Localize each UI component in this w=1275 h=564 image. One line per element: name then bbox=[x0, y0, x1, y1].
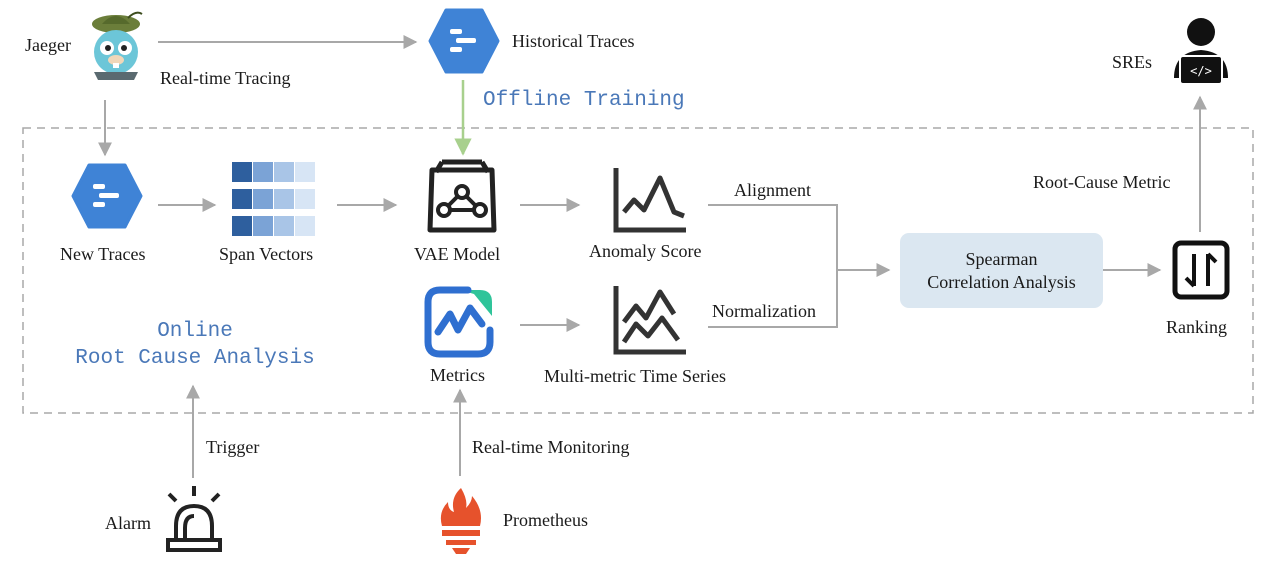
multi-metric-label: Multi-metric Time Series bbox=[544, 366, 726, 386]
metrics-icon bbox=[424, 286, 494, 358]
metrics-label: Metrics bbox=[430, 365, 485, 385]
spearman-line1: Spearman bbox=[965, 249, 1038, 269]
new-traces-label: New Traces bbox=[60, 244, 146, 264]
jaeger-gopher-icon bbox=[92, 11, 143, 80]
online-rca-line1: Online bbox=[157, 320, 233, 343]
online-rca-title: Online Root Cause Analysis bbox=[62, 318, 328, 373]
normalization-label: Normalization bbox=[712, 301, 816, 321]
alarm-label: Alarm bbox=[105, 513, 151, 533]
edge-normalization bbox=[708, 270, 838, 328]
spearman-line2: Correlation Analysis bbox=[927, 271, 1076, 292]
edge-alignment bbox=[708, 204, 838, 270]
span-vectors-icon bbox=[232, 162, 315, 236]
anomaly-chart-icon bbox=[613, 168, 686, 233]
historical-traces-label: Historical Traces bbox=[512, 31, 635, 51]
offline-training-label: Offline Training bbox=[483, 89, 685, 112]
prometheus-flame-icon bbox=[440, 488, 481, 554]
sort-ranking-icon bbox=[1172, 240, 1230, 300]
prometheus-label: Prometheus bbox=[503, 510, 588, 530]
svg-text:</>: </> bbox=[1190, 64, 1212, 78]
trigger-label: Trigger bbox=[206, 437, 260, 457]
vae-model-label: VAE Model bbox=[414, 244, 501, 264]
alignment-label: Alignment bbox=[734, 180, 811, 200]
traces-hexagon-icon bbox=[428, 8, 500, 74]
realtime-monitoring-label: Real-time Monitoring bbox=[472, 437, 630, 457]
jaeger-label: Jaeger bbox=[25, 35, 71, 55]
ranking-label: Ranking bbox=[1166, 317, 1227, 337]
engineer-icon: </> bbox=[1174, 18, 1228, 85]
online-rca-line2: Root Cause Analysis bbox=[75, 347, 315, 371]
anomaly-score-label: Anomaly Score bbox=[589, 241, 702, 261]
sres-label: SREs bbox=[1112, 52, 1153, 72]
alarm-icon bbox=[166, 486, 222, 552]
traces-hexagon-icon bbox=[71, 163, 143, 229]
spearman-correlation-box: Spearman Correlation Analysis bbox=[900, 233, 1103, 308]
realtime-tracing-label: Real-time Tracing bbox=[160, 68, 291, 88]
multi-line-chart-icon bbox=[613, 286, 686, 355]
vae-model-icon bbox=[427, 159, 497, 233]
span-vectors-label: Span Vectors bbox=[219, 244, 314, 264]
root-cause-metric-label: Root-Cause Metric bbox=[1033, 172, 1171, 192]
online-rca-boundary bbox=[22, 127, 1254, 414]
